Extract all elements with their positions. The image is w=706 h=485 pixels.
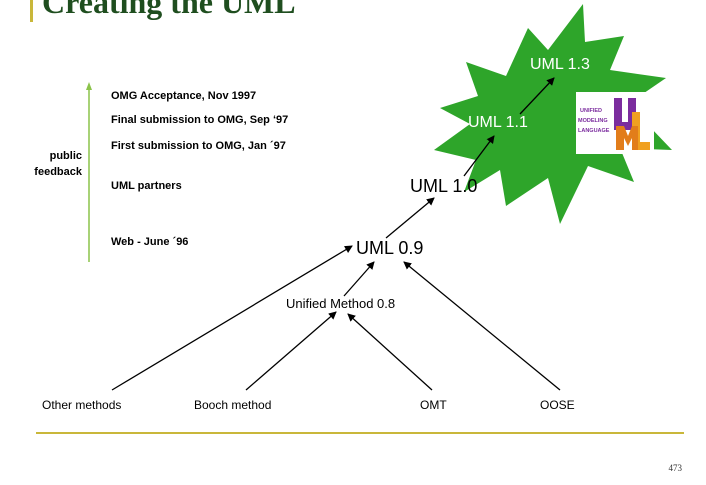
side-label-line-2: feedback: [34, 166, 82, 178]
node-booch-method: Booch method: [194, 398, 272, 412]
timeline-item: Web - June ´96: [111, 236, 189, 248]
slide-title: Creating the UML: [42, 0, 296, 20]
arrow-uml09-to-uml10: [385, 197, 435, 239]
timeline-arrowhead: [86, 82, 92, 90]
arrow-other-to-uml09: [111, 245, 353, 391]
node-omt: OMT: [420, 398, 447, 412]
footer-divider: [36, 432, 684, 434]
starburst-shape: [434, 4, 672, 224]
uml-logo: UNIFIED MODELING LANGUAGE: [576, 92, 654, 154]
node-other-methods: Other methods: [42, 398, 122, 412]
node-uml10: UML 1.0: [410, 176, 478, 196]
arrow-unified-to-uml09: [343, 261, 375, 297]
timeline-item: First submission to OMG, Jan ´97: [111, 140, 286, 152]
logo-line-2: MODELING: [578, 118, 608, 124]
timeline-item: OMG Acceptance, Nov 1997: [111, 90, 257, 102]
side-label-line-1: public: [49, 150, 82, 162]
logo-letter-m: [616, 126, 638, 150]
arrow-oose-to-uml09: [403, 261, 561, 391]
logo-letter-u: [614, 98, 636, 130]
arrow-booch-to-unified: [245, 311, 337, 391]
timeline-item: UML partners: [111, 180, 182, 192]
node-oose: OOSE: [540, 398, 575, 412]
timeline-item: Final submission to OMG, Sep ‘97: [111, 114, 289, 126]
arrow-uml10-to-uml11: [463, 135, 495, 177]
title-accent-bar: [30, 0, 33, 22]
logo-line-3: LANGUAGE: [578, 128, 610, 134]
arrow-omt-to-unified: [347, 313, 433, 391]
node-uml11: UML 1.1: [468, 114, 528, 131]
page-number: 473: [668, 463, 683, 473]
arrow-uml11-to-uml13: [519, 77, 555, 115]
node-uml09: UML 0.9: [356, 238, 424, 258]
public-feedback-label: public feedback: [22, 148, 82, 180]
logo-line-1: UNIFIED: [580, 108, 602, 114]
node-uml13: UML 1.3: [530, 56, 590, 73]
node-unified-method: Unified Method 0.8: [286, 296, 396, 311]
